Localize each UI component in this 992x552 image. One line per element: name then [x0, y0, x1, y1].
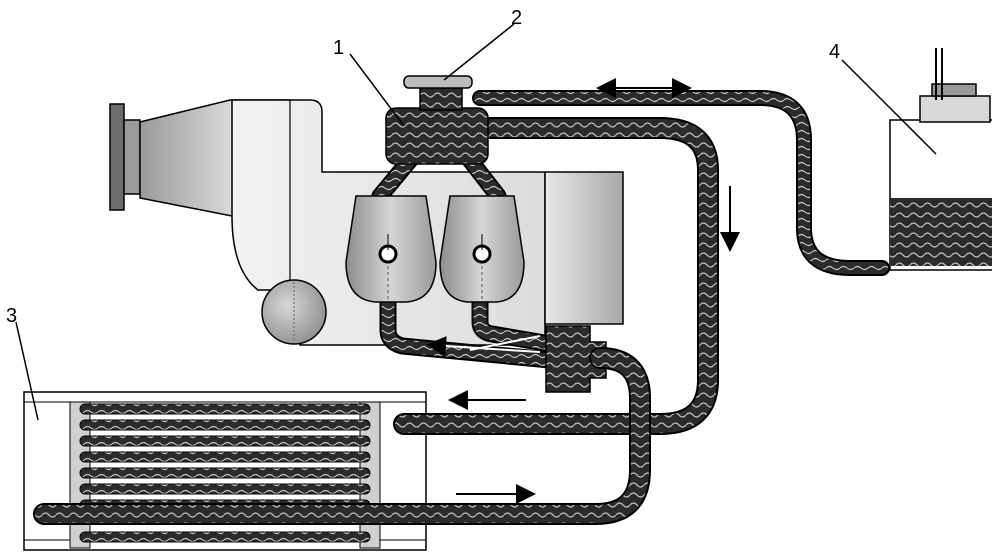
flange: [110, 104, 124, 210]
reservoir-tank: [890, 48, 992, 270]
callout-1: 1: [333, 37, 344, 59]
callout-3: 3: [6, 305, 17, 327]
engine-side-cover: [545, 172, 623, 324]
radiator: [24, 392, 426, 550]
callout-4: 4: [829, 41, 840, 63]
callout-2: 2: [511, 7, 522, 29]
pressure-cap: [404, 76, 472, 88]
